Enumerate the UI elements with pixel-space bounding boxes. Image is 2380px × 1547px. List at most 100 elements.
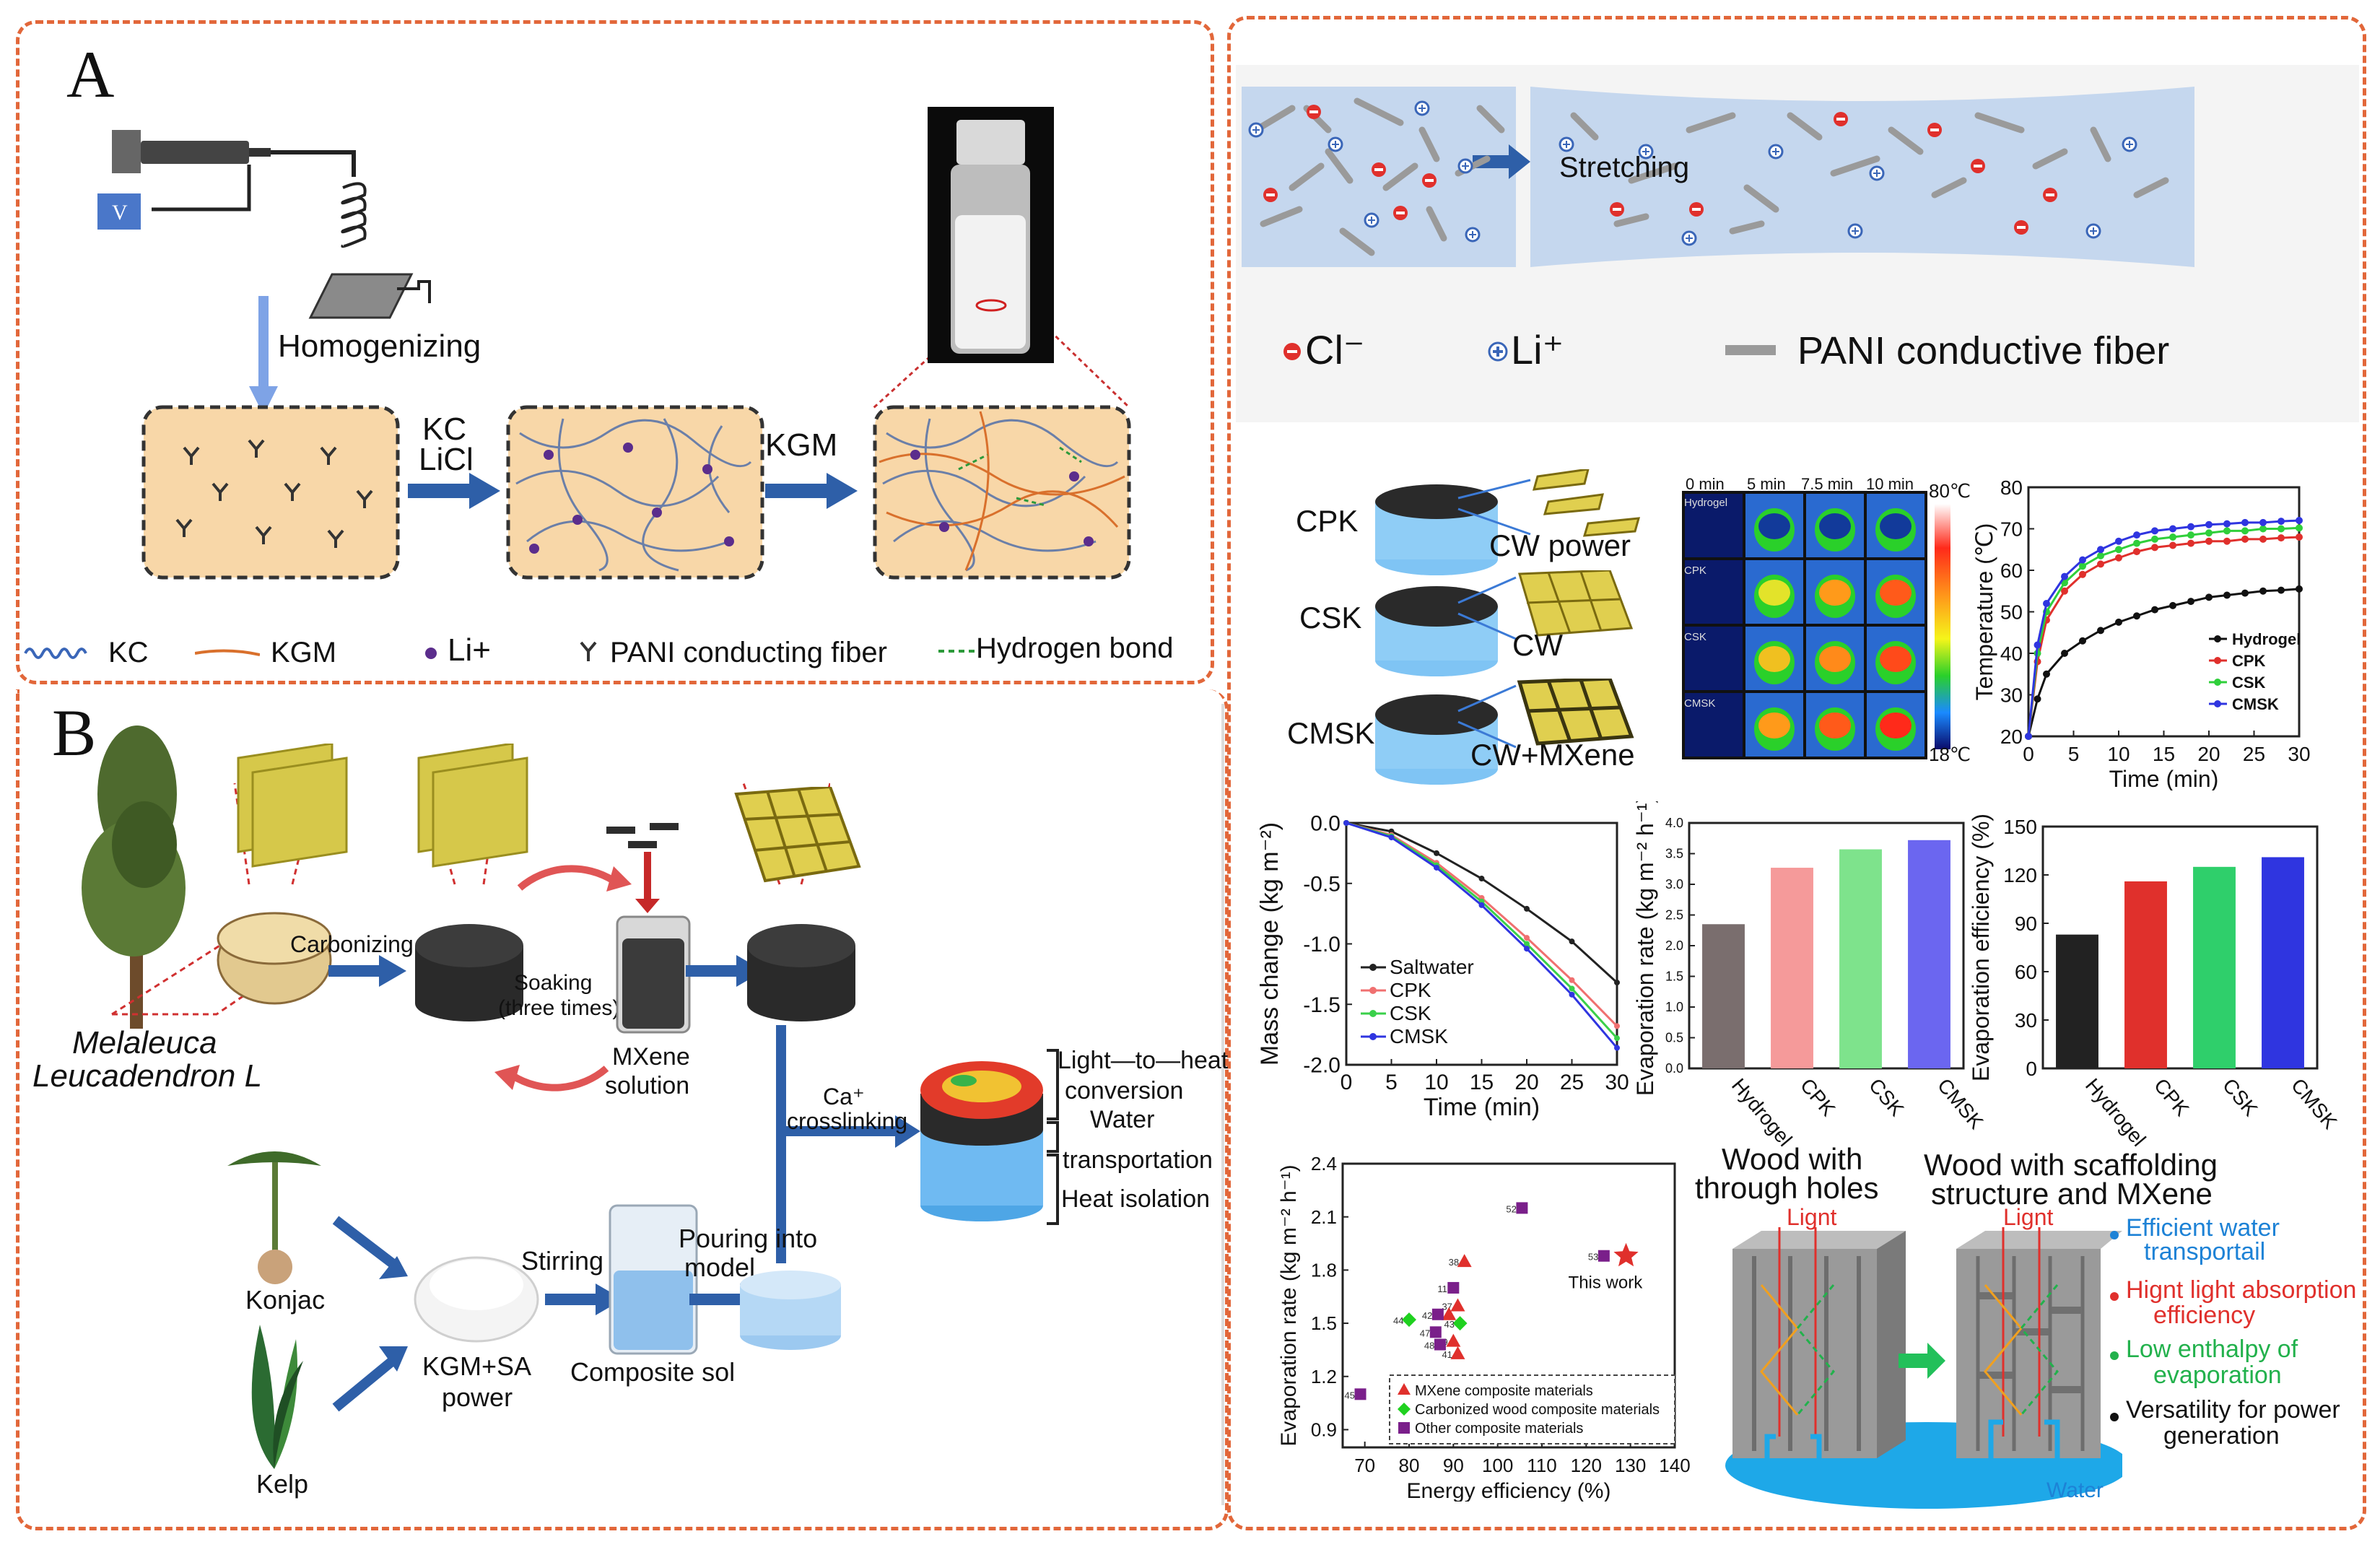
li-ion-plus: [1332, 141, 1339, 148]
mass-change-point: [1524, 946, 1530, 952]
hydrogel-stage-3: [873, 405, 1131, 580]
temperature-point: [2187, 539, 2194, 547]
homogenizing-arrow: [249, 296, 278, 415]
temperature-point: [2133, 548, 2140, 556]
cl-ion-minus: [1266, 193, 1275, 196]
thermal-cell: [1685, 494, 1743, 557]
mass-change-y-tick-label: -0.5: [1303, 872, 1341, 896]
mass-change-legend-marker: [1369, 987, 1377, 994]
thermal-time-3: 10 min: [1866, 475, 1914, 493]
temperature-point: [2115, 554, 2122, 562]
mass-change-point: [1478, 902, 1485, 908]
comparison-point-mxene: [1446, 1333, 1461, 1347]
sample-csk-illustration: [1375, 570, 1634, 676]
temperature-point: [2259, 587, 2267, 595]
cl-ion-minus: [1309, 110, 1318, 113]
mass-change-point: [1569, 977, 1575, 983]
mass-change-point: [1614, 1045, 1620, 1051]
kgm-sa-powder: [414, 1256, 539, 1343]
pouring-label-1: Pouring into: [679, 1224, 818, 1253]
evaporation-rate-y-axis-label: Evaporation rate (kg m⁻² h⁻¹): [1635, 801, 1658, 1096]
cl-ion-minus: [1425, 179, 1434, 182]
comparison-point-mxene: [1442, 1307, 1457, 1320]
wood-right-light: Lignt: [2003, 1204, 2054, 1230]
li-ion-plus: [1873, 170, 1880, 177]
sample-cmsk-illustration: [1375, 679, 1634, 785]
temperature-point: [2223, 591, 2231, 599]
temperature-y-tick-label: 20: [2000, 725, 2023, 748]
wood-right-title-2: structure and MXene: [1931, 1177, 2213, 1211]
arrows-to-powder: [332, 1216, 408, 1412]
comparison-y-tick-label: 0.9: [1311, 1419, 1337, 1441]
soaking-label-2: (three times): [498, 996, 620, 1020]
temperature-point: [2223, 537, 2231, 545]
legend-pani-icon: [580, 641, 597, 661]
mass-change-y-tick-label: -1.0: [1303, 933, 1341, 956]
power-source-label: V: [112, 201, 128, 225]
mass-change-series-line: [1346, 822, 1618, 1040]
mass-change-legend-marker: [1369, 1033, 1377, 1040]
bullet-0-line-2: transportail: [2144, 1238, 2266, 1265]
panel-b-divider: [1221, 704, 1224, 1505]
mass-change-x-axis-label: Time (min): [1424, 1094, 1540, 1121]
comparison-point-other: [1354, 1388, 1366, 1400]
pani-fiber: [1613, 213, 1649, 227]
comparison-y-tick-label: 2.1: [1311, 1206, 1337, 1228]
comparison-point-label: 43: [1444, 1319, 1455, 1330]
wood-left-title-1: Wood with: [1722, 1142, 1863, 1176]
comparison-y-tick-label: 1.5: [1311, 1312, 1337, 1334]
temperature-point: [2169, 541, 2176, 549]
legend-hbond-label: Hydrogen bond: [976, 632, 1174, 664]
evaporation-rate-y-tick-label: 3.0: [1665, 877, 1683, 892]
li-ion-plus: [1252, 126, 1260, 134]
li-ion-plus: [1772, 148, 1779, 155]
legend-kc-icon: [24, 648, 87, 659]
stretch-legend-fiber-icon: [1725, 345, 1776, 355]
temperature-point: [2061, 650, 2068, 657]
temperature-point: [2187, 598, 2194, 606]
temperature-x-axis-label: Time (min): [2109, 766, 2219, 790]
mass-change-x-tick-label: 10: [1424, 1071, 1448, 1094]
comparison-point-other: [1431, 1308, 1444, 1320]
temperature-y-tick-label: 60: [2000, 559, 2023, 582]
mass-change-legend-label: CSK: [1390, 1002, 1431, 1024]
final-evaporator: [920, 1061, 1043, 1221]
temperature-point: [2296, 533, 2303, 541]
pani-fiber: [1354, 97, 1404, 126]
comparison-point-label: 48: [1424, 1341, 1434, 1351]
evaporation-efficiency-category-label: CMSK: [2287, 1074, 2342, 1133]
evaporation-rate-y-tick-label: 3.5: [1665, 847, 1683, 861]
cl-ion-minus: [1692, 208, 1701, 211]
comparison-point-label: 38: [1449, 1257, 1459, 1268]
pani-fiber: [1830, 155, 1880, 177]
mass-change-legend-label: Saltwater: [1390, 956, 1474, 978]
temperature-legend-marker: [2214, 679, 2221, 686]
comparison-point-other: [1434, 1338, 1446, 1351]
temperature-y-tick-label: 30: [2000, 684, 2023, 706]
pani-fiber: [2090, 126, 2111, 162]
mass-change-legend-label: CPK: [1390, 979, 1431, 1001]
mass-change-legend-marker: [1369, 1010, 1377, 1017]
comparison-point-label: 41: [1442, 1349, 1452, 1360]
evaporation-rate-y-tick-label: 1.5: [1665, 969, 1683, 984]
panel-right-border: [1227, 16, 2366, 1530]
evaporation-efficiency-y-axis-label: Evaporation efficiency (%): [1968, 814, 1994, 1081]
carbonized-block-2: [747, 924, 855, 1021]
kgm-sa-label-2: power: [442, 1382, 513, 1412]
sample-cmsk-name: CMSK: [1287, 716, 1375, 750]
stretch-legend-cl-label: Cl⁻: [1305, 327, 1365, 372]
evaporation-rate-category-label: CPK: [1796, 1074, 1840, 1120]
mass-change-series-line: [1346, 822, 1618, 1027]
li-ion-plus: [1852, 227, 1859, 235]
evaporation-efficiency-y-tick-label: 150: [2003, 816, 2037, 838]
stretch-after-box: [1530, 87, 2194, 267]
mxene-beaker: [606, 823, 691, 1034]
bullet-3-line-1: Versatility for power: [2126, 1396, 2340, 1424]
bullet-dot-0: [2110, 1231, 2119, 1239]
mass-change-point: [1343, 820, 1349, 826]
temperature-point: [2205, 593, 2213, 601]
wood-right-title-1: Wood with scaffolding: [1924, 1148, 2218, 1182]
carbonized-block-1: [415, 924, 523, 1021]
mass-change-y-tick-label: -1.5: [1303, 993, 1341, 1017]
